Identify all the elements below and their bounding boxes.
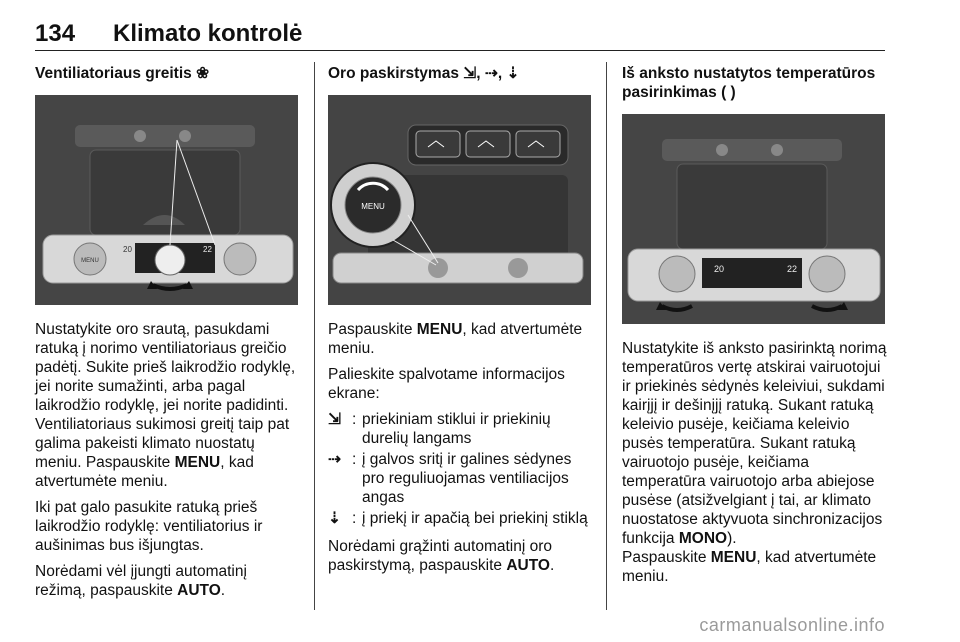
svg-text:22: 22: [787, 264, 797, 274]
page-header: 134 Klimato kontrolė: [35, 20, 302, 48]
paragraph: Paspauskite MENU, kad atvertumėte meniu.: [328, 321, 583, 357]
figure-temperature-knobs: 20 22: [622, 114, 885, 324]
face-airflow-icon: ⇢: [484, 65, 498, 82]
paragraph: Nustatykite iš anksto pasirinktą norimą …: [622, 340, 887, 547]
paragraph: Norėdami vėl įjungti automatinį režimą, …: [35, 563, 247, 599]
watermark: carmanualsonline.info: [699, 615, 885, 635]
section-heading-air-distribution: Oro paskirstymas ⇲, ⇢, ⇣: [328, 65, 520, 82]
svg-text:20: 20: [123, 245, 132, 254]
column-air-distribution: Oro paskirstymas ⇲, ⇢, ⇣: [328, 64, 593, 83]
paragraph: Iki pat galo pasukite ratuką prieš laikr…: [35, 499, 263, 554]
paragraph: Paspauskite MENU, kad atvertumėte meniu.: [622, 549, 877, 585]
column-fan-speed: Ventiliatoriaus greitis ❀: [35, 64, 300, 83]
face-airflow-icon: ⇢: [328, 451, 341, 468]
definition-item-foot: ⇣ : į priekį ir apačią bei priekinį stik…: [328, 510, 588, 527]
svg-text:MENU: MENU: [81, 258, 99, 264]
paragraph: Nustatykite oro srautą, pasukdami ratuką…: [35, 321, 296, 490]
fan-speed-text: Nustatykite oro srautą, pasukdami ratuką…: [35, 320, 300, 607]
windshield-airflow-icon: ⇲: [463, 65, 477, 82]
svg-text:MENU: MENU: [361, 202, 385, 211]
definition-item-face: ⇢ : į galvos sritį ir galines sėdynes pr…: [328, 451, 572, 506]
fan-icon: ❀: [196, 65, 210, 82]
windshield-airflow-icon: ⇲: [328, 411, 341, 428]
svg-text:20: 20: [714, 264, 724, 274]
figure-fan-knob: MENU 20 22: [35, 95, 298, 305]
svg-text:22: 22: [203, 245, 212, 254]
column-preset-temperature: Iš anksto nustatytos temperatūros pasiri…: [622, 64, 887, 102]
air-distribution-text: Paspauskite MENU, kad atvertumėte meniu.…: [328, 320, 593, 582]
paragraph: Palieskite spalvotame informacijos ekran…: [328, 366, 565, 402]
section-heading-fan-speed: Ventiliatoriaus greitis ❀: [35, 65, 210, 82]
foot-airflow-icon: ⇣: [506, 65, 520, 82]
page-number: 134: [35, 20, 76, 47]
column-divider-2: [606, 62, 607, 610]
page-title: Klimato kontrolė: [113, 20, 303, 47]
temperature-arcs-icon: ( ): [721, 84, 736, 101]
definition-item-windshield: ⇲ : priekiniam stiklui ir priekinių dure…: [328, 411, 551, 447]
section-heading-preset-temperature: Iš anksto nustatytos temperatūros pasiri…: [622, 65, 876, 101]
foot-airflow-icon: ⇣: [328, 510, 341, 527]
preset-temperature-text: Nustatykite iš anksto pasirinktą norimą …: [622, 339, 890, 593]
paragraph: Norėdami grąžinti automatinį oro paskirs…: [328, 538, 555, 574]
header-rule: [35, 50, 885, 51]
figure-air-distribution: MENU: [328, 95, 591, 305]
column-divider-1: [314, 62, 315, 610]
